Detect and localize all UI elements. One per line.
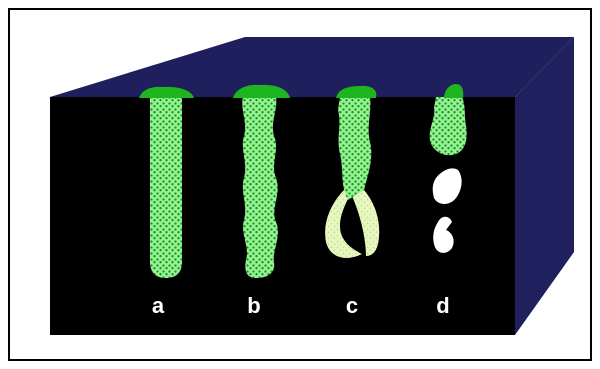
label-a: a [152,293,165,318]
block-top-face [50,37,574,97]
structure-b-body [242,97,278,278]
label-d: d [436,293,449,318]
label-c: c [346,293,358,318]
structure-d-body [430,97,467,155]
structure-a-body [150,97,182,278]
label-b: b [247,293,260,318]
